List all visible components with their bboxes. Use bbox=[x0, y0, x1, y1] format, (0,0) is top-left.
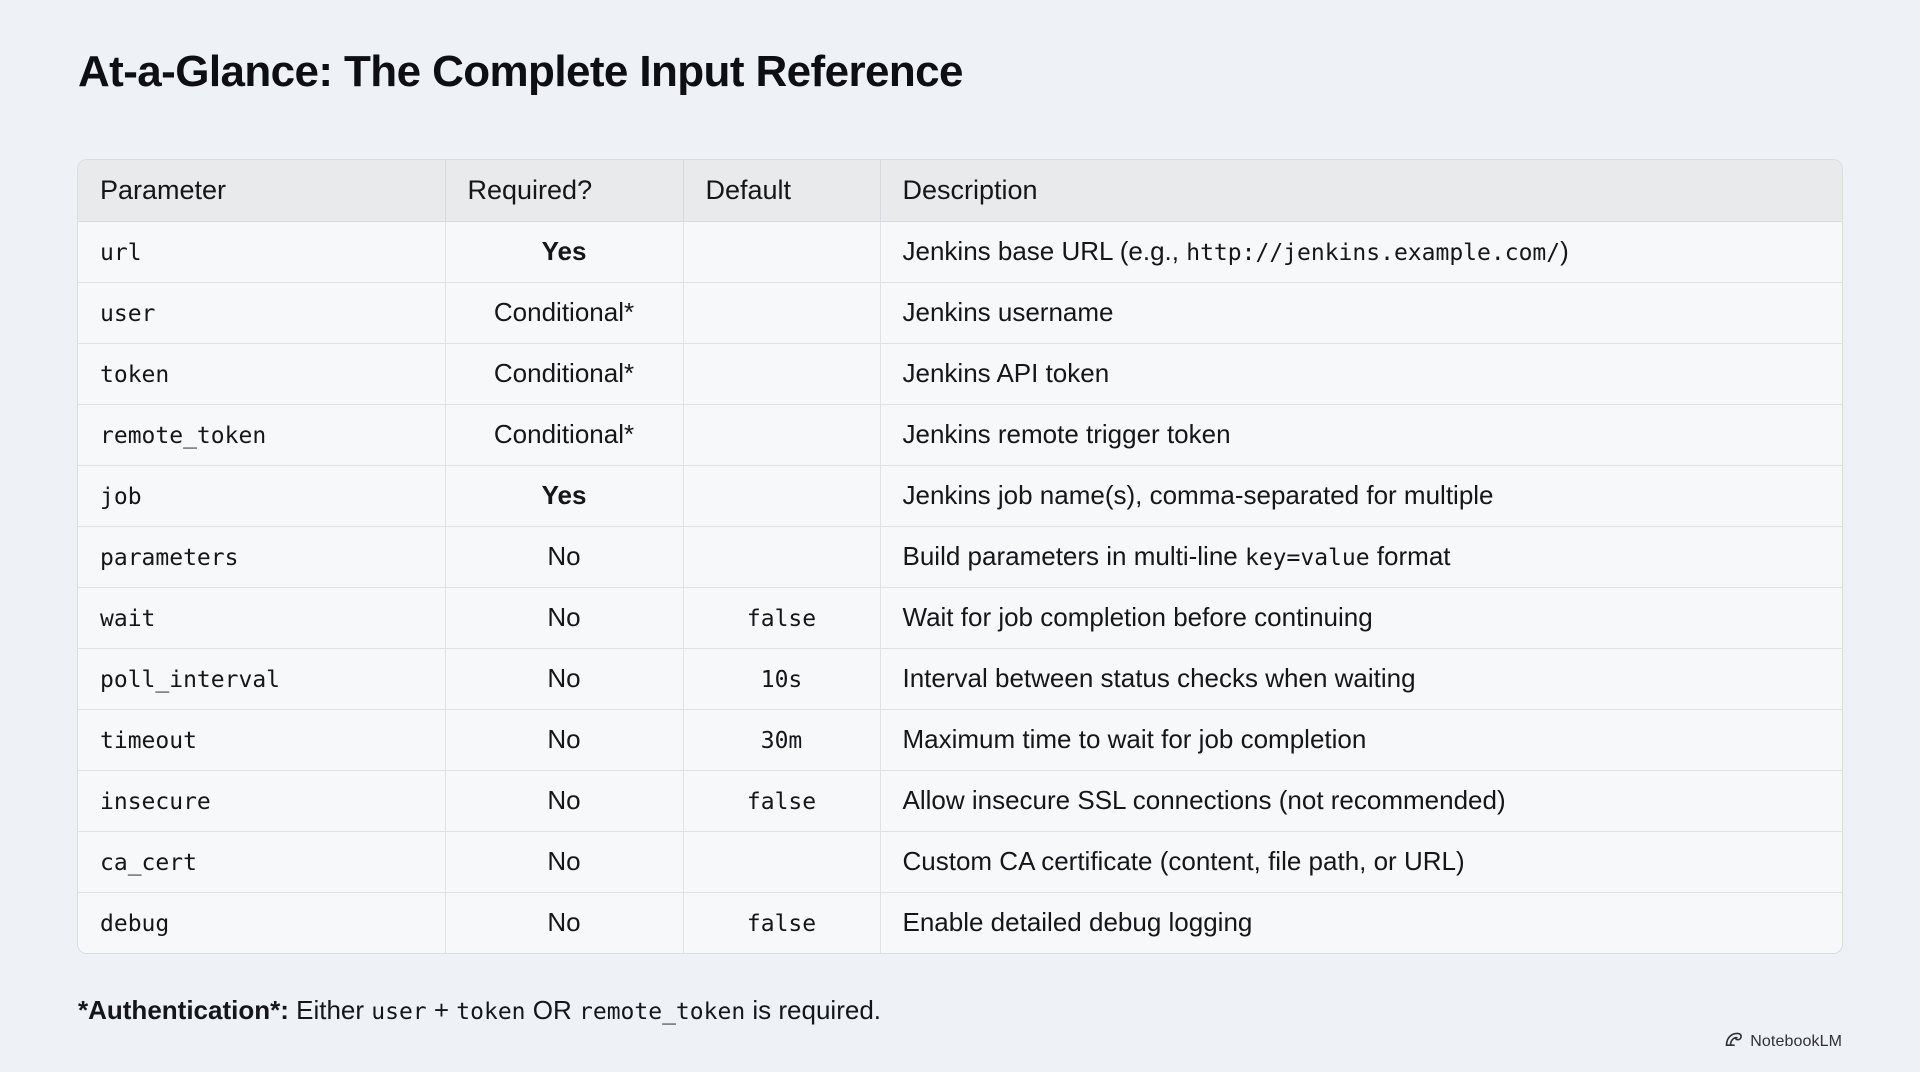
table-header-row: Parameter Required? Default Description bbox=[78, 160, 1842, 222]
cell-default: false bbox=[683, 892, 881, 953]
column-header-default: Default bbox=[683, 160, 881, 222]
cell-default: false bbox=[683, 587, 881, 649]
cell-required: No bbox=[445, 526, 684, 588]
cell-required: Conditional* bbox=[445, 343, 684, 405]
notebooklm-label: NotebookLM bbox=[1750, 1033, 1842, 1050]
authentication-footnote: *Authentication*: Either user + token OR… bbox=[78, 995, 882, 1025]
cell-required: Conditional* bbox=[445, 404, 684, 466]
cell-required: Yes bbox=[445, 465, 684, 527]
cell-parameter: insecure bbox=[78, 770, 446, 832]
cell-parameter: timeout bbox=[78, 709, 446, 771]
cell-description: Jenkins API token bbox=[880, 343, 1842, 405]
input-reference-table-container: Parameter Required? Default Description … bbox=[78, 160, 1842, 953]
cell-parameter: wait bbox=[78, 587, 446, 649]
cell-parameter: parameters bbox=[78, 526, 446, 588]
cell-default bbox=[683, 404, 881, 466]
cell-required: No bbox=[445, 587, 684, 649]
cell-default bbox=[683, 831, 881, 893]
cell-parameter: remote_token bbox=[78, 404, 446, 466]
column-header-description: Description bbox=[880, 160, 1842, 222]
cell-description: Enable detailed debug logging bbox=[880, 892, 1842, 953]
cell-required: No bbox=[445, 709, 684, 771]
cell-default bbox=[683, 526, 881, 588]
input-reference-table: Parameter Required? Default Description … bbox=[78, 160, 1842, 953]
notebooklm-spiral-icon bbox=[1724, 1030, 1743, 1054]
cell-parameter: ca_cert bbox=[78, 831, 446, 893]
cell-required: No bbox=[445, 831, 684, 893]
cell-description: Build parameters in multi-line key=value… bbox=[880, 526, 1842, 588]
page-title: At-a-Glance: The Complete Input Referenc… bbox=[78, 47, 963, 96]
cell-parameter: debug bbox=[78, 892, 446, 953]
cell-default: 30m bbox=[683, 709, 881, 771]
cell-description: Allow insecure SSL connections (not reco… bbox=[880, 770, 1842, 832]
cell-parameter: user bbox=[78, 282, 446, 344]
table-header: Parameter Required? Default Description bbox=[78, 160, 1842, 222]
cell-default: false bbox=[683, 770, 881, 832]
cell-description: Jenkins base URL (e.g., http://jenkins.e… bbox=[880, 221, 1842, 283]
cell-parameter: token bbox=[78, 343, 446, 405]
cell-parameter: job bbox=[78, 465, 446, 527]
cell-description: Interval between status checks when wait… bbox=[880, 648, 1842, 710]
cell-description: Jenkins job name(s), comma-separated for… bbox=[880, 465, 1842, 527]
cell-default bbox=[683, 282, 881, 344]
cell-required: Conditional* bbox=[445, 282, 684, 344]
cell-required: No bbox=[445, 892, 684, 953]
cell-default bbox=[683, 465, 881, 527]
cell-required: No bbox=[445, 648, 684, 710]
column-header-parameter: Parameter bbox=[78, 160, 446, 222]
notebooklm-watermark: NotebookLM bbox=[1724, 1030, 1842, 1054]
cell-required: Yes bbox=[445, 221, 684, 283]
cell-default bbox=[683, 221, 881, 283]
cell-description: Jenkins remote trigger token bbox=[880, 404, 1842, 466]
cell-default bbox=[683, 343, 881, 405]
cell-parameter: url bbox=[78, 221, 446, 283]
cell-required: No bbox=[445, 770, 684, 832]
cell-description: Maximum time to wait for job completion bbox=[880, 709, 1842, 771]
cell-description: Custom CA certificate (content, file pat… bbox=[880, 831, 1842, 893]
column-header-required: Required? bbox=[445, 160, 684, 222]
cell-parameter: poll_interval bbox=[78, 648, 446, 710]
cell-default: 10s bbox=[683, 648, 881, 710]
cell-description: Wait for job completion before continuin… bbox=[880, 587, 1842, 649]
cell-description: Jenkins username bbox=[880, 282, 1842, 344]
